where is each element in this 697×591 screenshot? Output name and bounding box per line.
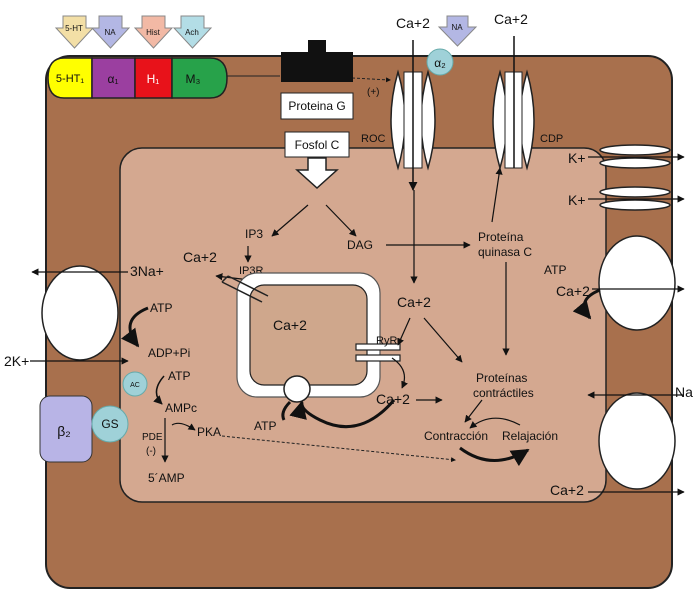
na-right-label: Na (675, 384, 693, 400)
pde-label: PDE (142, 432, 163, 443)
ligand-na: NA (92, 16, 129, 48)
ca-mid-label: Ca+2 (397, 294, 431, 310)
ligand-hist: Hist (135, 16, 172, 48)
svg-text:NA: NA (451, 23, 463, 32)
svg-text:α₂: α₂ (434, 56, 446, 70)
ca-low-label: Ca+2 (376, 391, 410, 407)
receptor-alpha1: α₁ (108, 72, 119, 86)
atp-serca-label: ATP (254, 419, 276, 433)
roc-label: ROC (361, 133, 386, 145)
ip3-label: IP3 (245, 227, 263, 241)
svg-text:Fosfol C: Fosfol C (295, 138, 340, 152)
ca-atpase-pump-right (599, 236, 675, 330)
pde-neg-label: (-) (146, 446, 156, 457)
ca-out-label: Ca+2 (550, 482, 584, 498)
ca-sr-label: Ca+2 (273, 317, 307, 333)
dag-label: DAG (347, 238, 373, 252)
pkc-line2: quinasa C (478, 245, 532, 259)
svg-text:Ach: Ach (185, 28, 199, 37)
na-k-pump (42, 266, 118, 360)
receptor-strip: 5-HT₁ α₁ H₁ M₃ (48, 58, 227, 98)
contraccion-label: Contracción (424, 429, 488, 443)
serca-pump (284, 376, 310, 402)
atp-ac-label: ATP (168, 369, 190, 383)
cdp-ca-label: Ca+2 (494, 11, 528, 27)
k1-label: K+ (568, 150, 586, 166)
cdp-label: CDP (540, 133, 563, 145)
relajacion-label: Relajación (502, 429, 558, 443)
ryr-label: RyR (376, 335, 397, 347)
contr-line2: contráctiles (473, 386, 534, 400)
roc-plus: (+) (367, 87, 380, 98)
contr-line1: Proteínas (476, 371, 527, 385)
k2out-label: 2K+ (4, 353, 29, 369)
svg-text:NA: NA (104, 28, 116, 37)
ca-ip3-label: Ca+2 (183, 249, 217, 265)
receptor-h1: H₁ (147, 72, 160, 86)
roc-ca-label: Ca+2 (396, 15, 430, 31)
k-channel-2 (588, 187, 684, 210)
k2-label: K+ (568, 192, 586, 208)
pkc-line1: Proteína (478, 230, 524, 244)
receptor-m3: M₃ (186, 72, 201, 86)
svg-text:GS: GS (101, 417, 118, 431)
na-ca-exchanger (599, 393, 675, 489)
svg-text:β₂: β₂ (57, 423, 71, 439)
ampc-label: AMPc (165, 401, 197, 415)
ligand-5ht: 5-HT (56, 16, 93, 48)
ligand-ach: Ach (174, 16, 211, 48)
svg-text:Proteina G: Proteina G (288, 99, 345, 113)
k-channel-1 (588, 145, 684, 168)
atp-pump-label: ATP (150, 301, 172, 315)
amp5-label: 5´AMP (148, 471, 185, 485)
svg-text:5-HT: 5-HT (65, 24, 83, 33)
ca-right-label: Ca+2 (556, 283, 590, 299)
atp-right-label: ATP (544, 263, 566, 277)
gprotein-cap (281, 52, 353, 82)
svg-text:Hist: Hist (146, 28, 161, 37)
na3-label: 3Na+ (130, 263, 164, 279)
receptor-5ht1: 5-HT₁ (56, 73, 84, 85)
svg-text:AC: AC (130, 382, 140, 389)
adp-label: ADP+Pi (148, 346, 190, 360)
pka-label: PKA (197, 425, 221, 439)
